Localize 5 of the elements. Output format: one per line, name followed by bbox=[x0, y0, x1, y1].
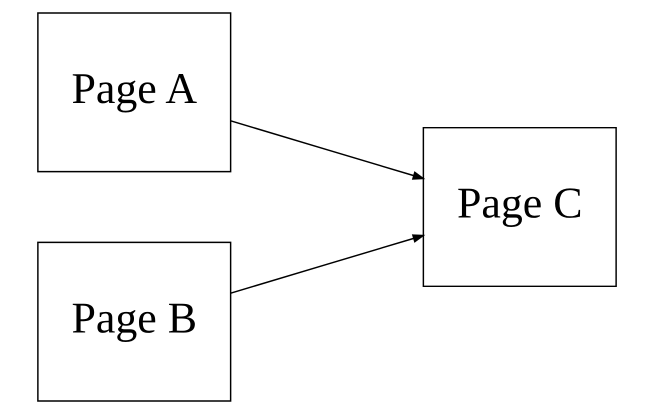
node-box: Page B bbox=[37, 242, 232, 402]
arrow bbox=[230, 120, 426, 180]
node-box: Page C bbox=[422, 126, 617, 288]
arrow bbox=[230, 234, 426, 294]
node-box: Page A bbox=[37, 12, 232, 172]
